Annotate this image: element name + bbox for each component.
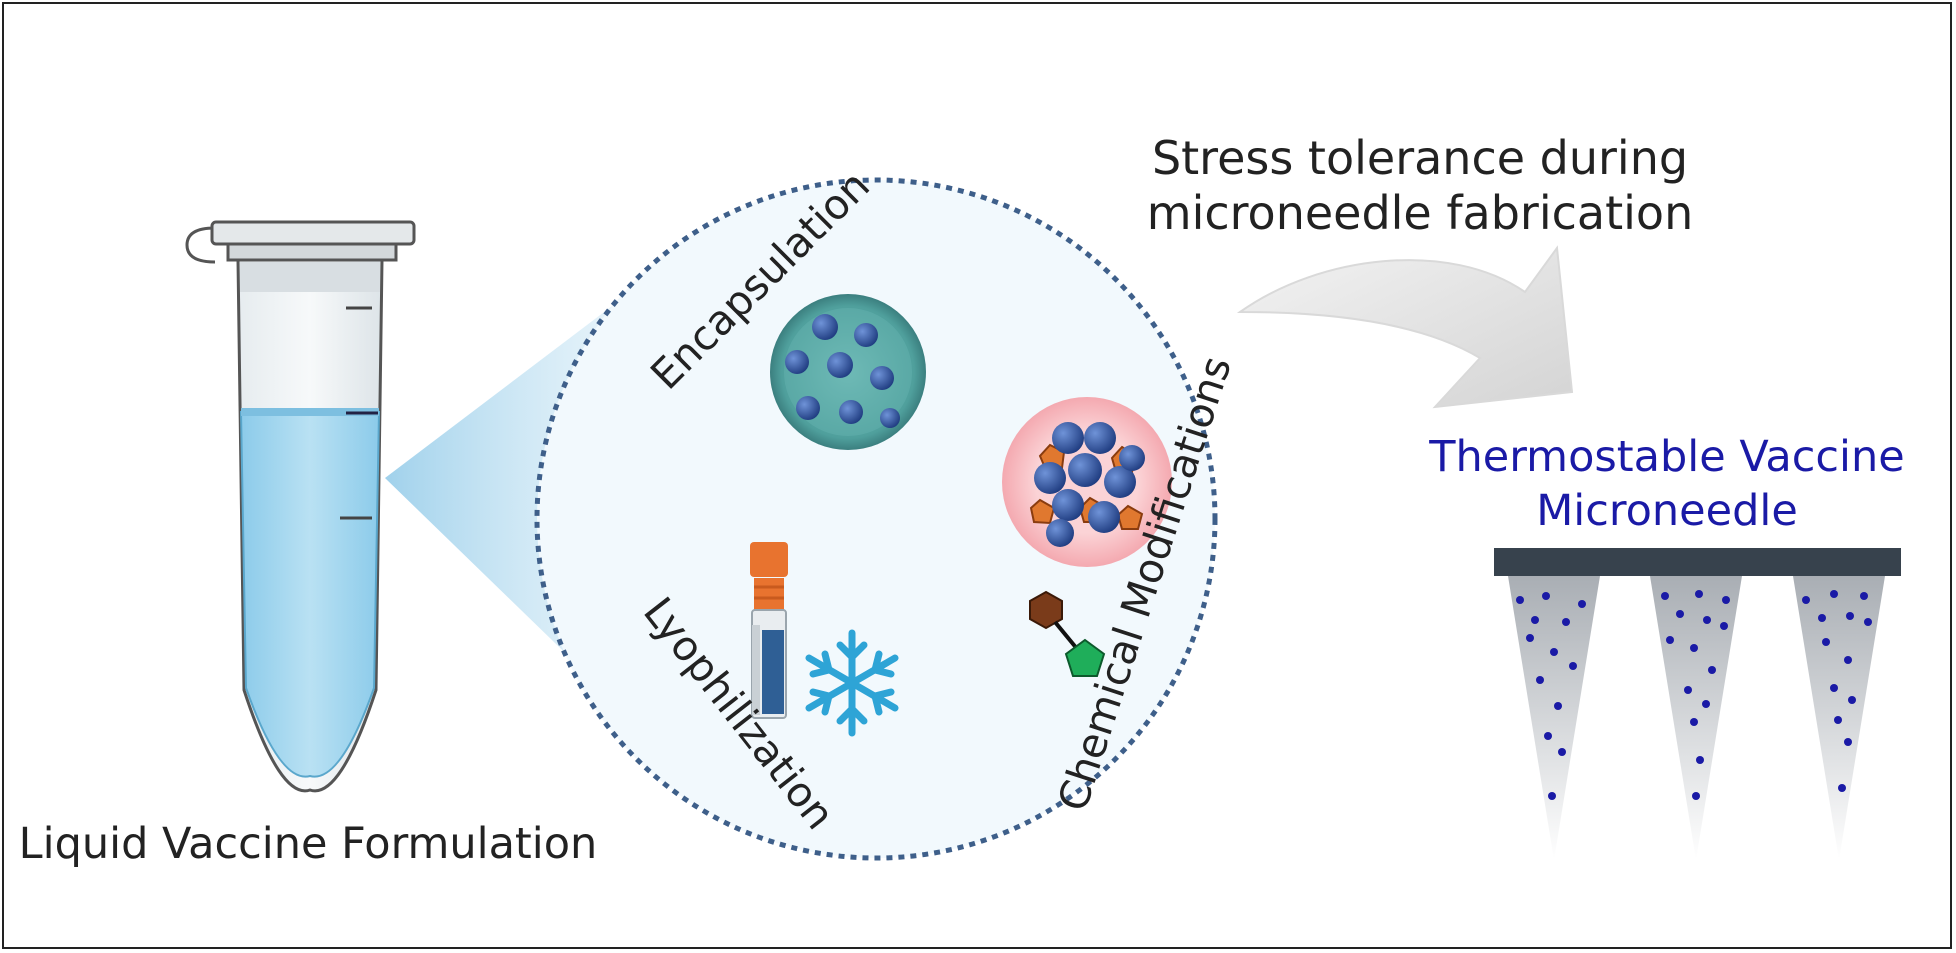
result-label-line2: Microneedle [1536, 486, 1798, 536]
stress-tolerance-label-line2: microneedle fabrication [1147, 186, 1693, 240]
molecule-icon [1029, 590, 1106, 677]
microcentrifuge-tube-icon [185, 220, 416, 793]
microneedle-2 [1650, 576, 1742, 860]
result-label-line1: Thermostable Vaccine [1428, 432, 1904, 482]
nanoparticle-capsule-icon [770, 294, 926, 450]
microneedle-1 [1508, 576, 1600, 860]
microneedle-array-icon [1494, 548, 1901, 860]
tube-label: Liquid Vaccine Formulation [19, 819, 598, 869]
snowflake-icon [805, 629, 899, 737]
microneedle-base [1494, 548, 1901, 576]
cryo-vial-icon [750, 542, 788, 719]
particle-cluster-icon [1002, 397, 1172, 567]
formulation-strategies-circle [534, 177, 1218, 861]
curved-arrow-icon [1236, 245, 1574, 409]
stress-tolerance-label-line1: Stress tolerance during [1152, 131, 1688, 185]
